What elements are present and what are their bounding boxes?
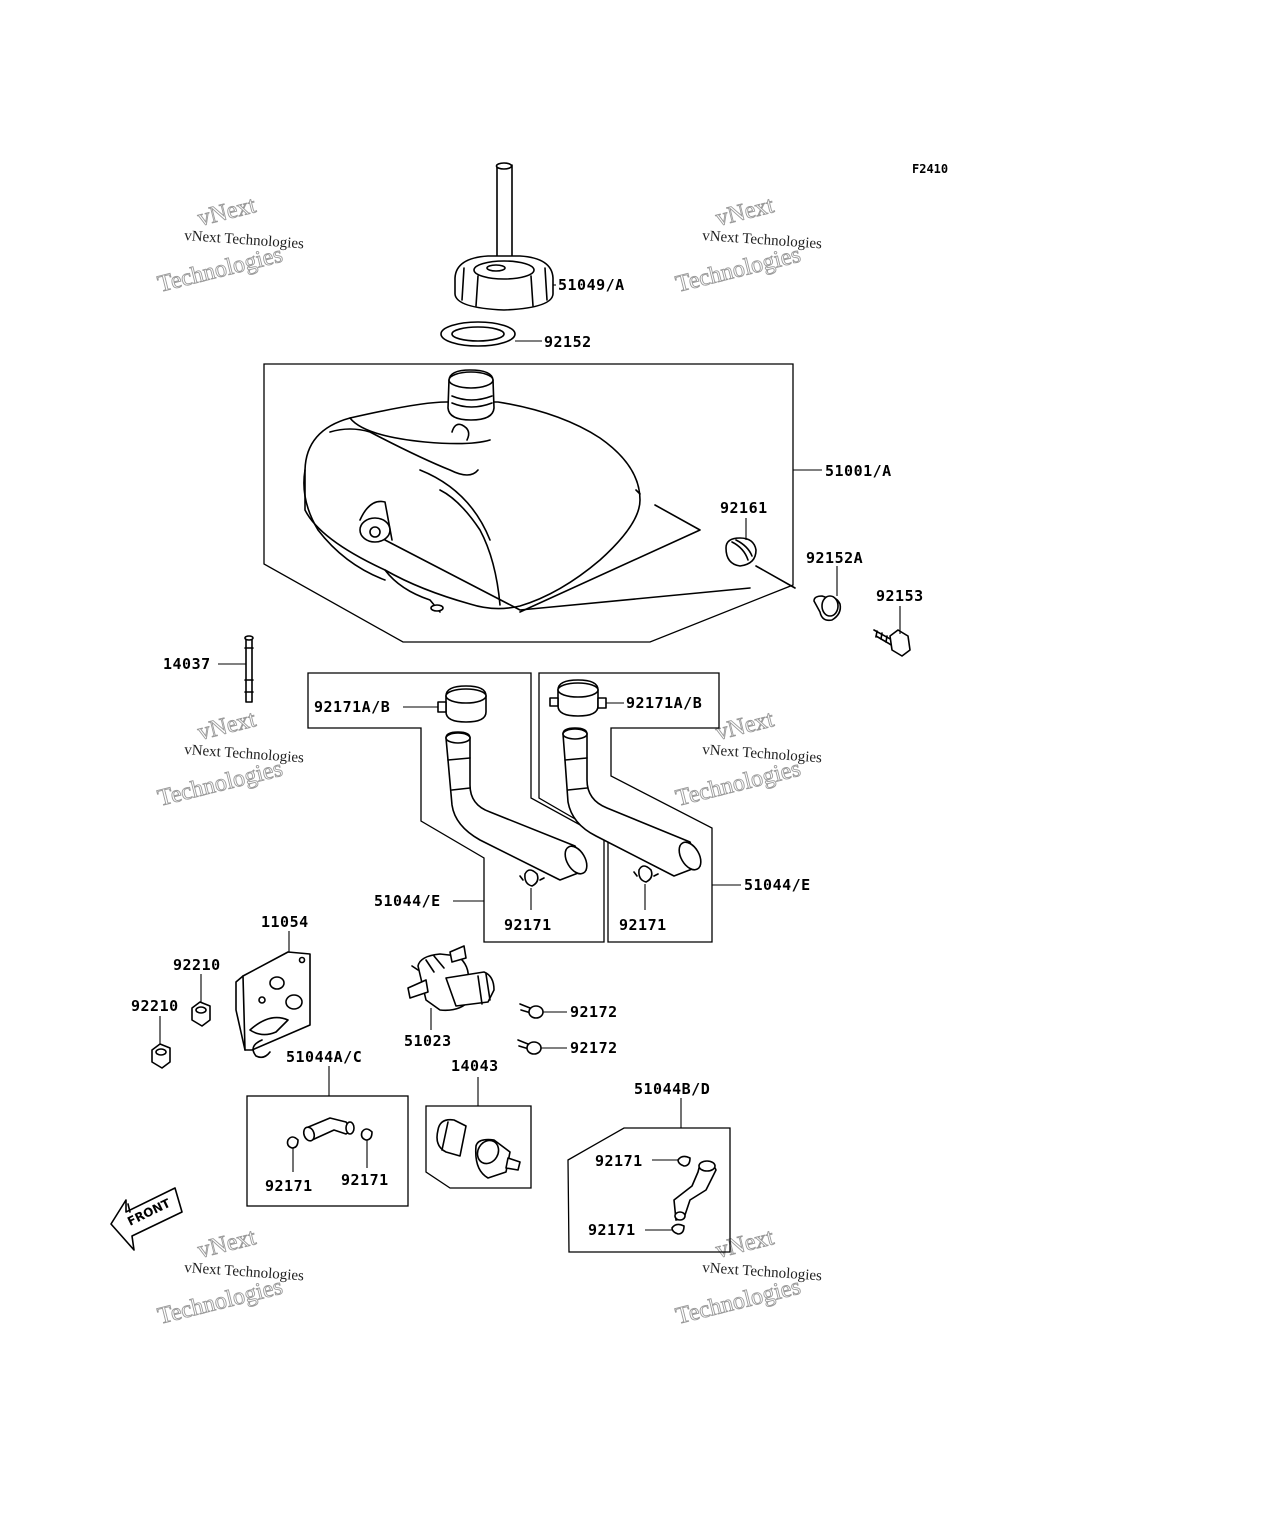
hose-right-icon [562, 727, 702, 877]
svg-text:Technologies: Technologies [673, 242, 803, 298]
filter-frame [425, 1105, 532, 1189]
label-screw-upper: 92172 [570, 1003, 618, 1021]
fuel-cap-icon [454, 162, 554, 311]
svg-text:vNext: vNext [195, 706, 259, 745]
label-screw-lower: 92172 [570, 1039, 618, 1057]
svg-text:Technologies: Technologies [155, 756, 285, 812]
clamp-br-bottom-icon [671, 1223, 685, 1235]
label-tank: 51001/A [825, 462, 892, 480]
clip-right-icon [549, 679, 607, 717]
watermark-mid-right: vNext vNext Technologies Technologies [673, 706, 823, 812]
fuel-tank-icon [303, 369, 751, 613]
nut-upper-icon [191, 1001, 211, 1027]
label-filter: 14043 [451, 1057, 499, 1075]
svg-text:vNext: vNext [195, 192, 259, 231]
watermark-top-right: vNext vNext Technologies Technologies [673, 192, 823, 298]
hose-bl-frame [246, 1095, 409, 1207]
svg-text:vNext Technologies: vNext Technologies [184, 742, 305, 766]
clip-left-icon [437, 685, 487, 723]
cap-gasket-icon [440, 321, 516, 347]
svg-text:vNext: vNext [713, 1224, 777, 1263]
svg-text:Technologies: Technologies [673, 1274, 803, 1330]
hose-left-frame [307, 672, 605, 943]
svg-text:vNext: vNext [195, 1224, 259, 1263]
label-bracket: 11054 [261, 913, 309, 931]
label-cap-gasket: 92152 [544, 333, 592, 351]
label-clamp-bl-right: 92171 [341, 1171, 389, 1189]
svg-text:vNext Technologies: vNext Technologies [184, 1260, 305, 1284]
screw-upper-icon [519, 1003, 544, 1019]
filter-icon [436, 1118, 521, 1179]
label-bolt: 92153 [876, 587, 924, 605]
label-hose-right: 51044/E [744, 876, 811, 894]
clamp-left-icon [519, 869, 545, 887]
svg-text:vNext Technologies: vNext Technologies [702, 742, 823, 766]
label-clip-right: 92171A/B [626, 694, 702, 712]
label-clamp-left: 92171 [504, 916, 552, 934]
nut-lower-icon [151, 1043, 171, 1069]
figure-code: F2410 [912, 162, 948, 176]
clamp-bl-left-icon [286, 1136, 299, 1149]
washer-icon [813, 595, 842, 622]
svg-text:vNext Technologies: vNext Technologies [184, 228, 305, 252]
tube-icon [244, 635, 254, 703]
label-damper: 92161 [720, 499, 768, 517]
label-clamp-br-bottom: 92171 [588, 1221, 636, 1239]
tank-frame [263, 363, 794, 643]
label-hose-left: 51044/E [374, 892, 441, 910]
watermark-top-left: vNext vNext Technologies Technologies [155, 192, 305, 298]
clamp-right-icon [633, 865, 659, 883]
svg-text:vNext Technologies: vNext Technologies [702, 228, 823, 252]
watermark-bottom-right: vNext vNext Technologies Technologies [673, 1224, 823, 1330]
svg-text:vNext Technologies: vNext Technologies [702, 1260, 823, 1284]
label-tube: 14037 [163, 655, 211, 673]
svg-text:vNext: vNext [713, 192, 777, 231]
front-arrow-icon: FRONT [110, 1187, 183, 1251]
label-nut-upper: 92210 [173, 956, 221, 974]
svg-text:Technologies: Technologies [155, 1274, 285, 1330]
bracket-icon [235, 951, 311, 1059]
svg-text:Technologies: Technologies [673, 756, 803, 812]
hose-left-icon [445, 731, 588, 881]
hose-bl-icon [302, 1117, 355, 1142]
screw-lower-icon [517, 1039, 542, 1055]
label-clamp-br-top: 92171 [595, 1152, 643, 1170]
label-washer: 92152A [806, 549, 863, 567]
hose-br-icon [673, 1160, 717, 1221]
damper-icon [725, 537, 796, 589]
label-cap: 51049/A [558, 276, 625, 294]
svg-text:vNext: vNext [713, 706, 777, 745]
clamp-bl-right-icon [360, 1128, 373, 1141]
label-clamp-bl-left: 92171 [265, 1177, 313, 1195]
hose-br-frame [567, 1127, 731, 1253]
label-cock: 51023 [404, 1032, 452, 1050]
label-nut-lower: 92210 [131, 997, 179, 1015]
clamp-br-top-icon [677, 1155, 691, 1167]
bolt-icon [873, 629, 911, 657]
fuel-cock-icon [407, 945, 495, 1012]
label-hose-br: 51044B/D [634, 1080, 710, 1098]
watermark-mid-left: vNext vNext Technologies Technologies [155, 706, 305, 812]
svg-text:Technologies: Technologies [155, 242, 285, 298]
label-clamp-right: 92171 [619, 916, 667, 934]
watermark-bottom-left: vNext vNext Technologies Technologies [155, 1224, 305, 1330]
label-clip-left: 92171A/B [314, 698, 390, 716]
label-hose-bl: 51044A/C [286, 1048, 362, 1066]
